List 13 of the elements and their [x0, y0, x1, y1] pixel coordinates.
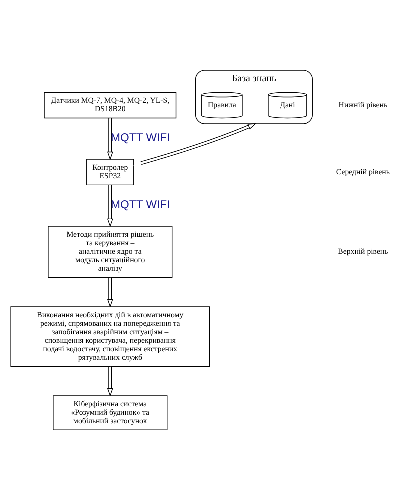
edge-label: MQTT WIFI	[111, 199, 170, 212]
node-box: Контролер ESP32	[86, 158, 134, 186]
node-box: Датчики MQ-7, MQ-4, MQ-2, YL-S, DS18B20	[44, 92, 177, 118]
arrow	[107, 276, 114, 308]
node-box: Виконання необхідних дій в автоматичному режимі, спрямованих на попередження та запобігання аварійним ситуаціям – сповіщення користувача, перекривання подачі водостачу, сповіщення екстрених рятувальних служб	[10, 306, 210, 367]
node-box: Кіберфізична система «Розумний будинок» та мобільний застосунок	[53, 395, 168, 430]
node-box: Методи прийняття рішень та керування – аналітичне ядро та модуль ситуаційного аналізу	[48, 226, 173, 278]
edge-label: MQTT WIFI	[111, 132, 170, 144]
label: Середній рівень	[336, 166, 390, 176]
arrow	[133, 123, 257, 166]
label: Нижній рівень	[338, 100, 388, 109]
arrow	[107, 366, 114, 396]
label: Верхній рівень	[338, 246, 388, 256]
